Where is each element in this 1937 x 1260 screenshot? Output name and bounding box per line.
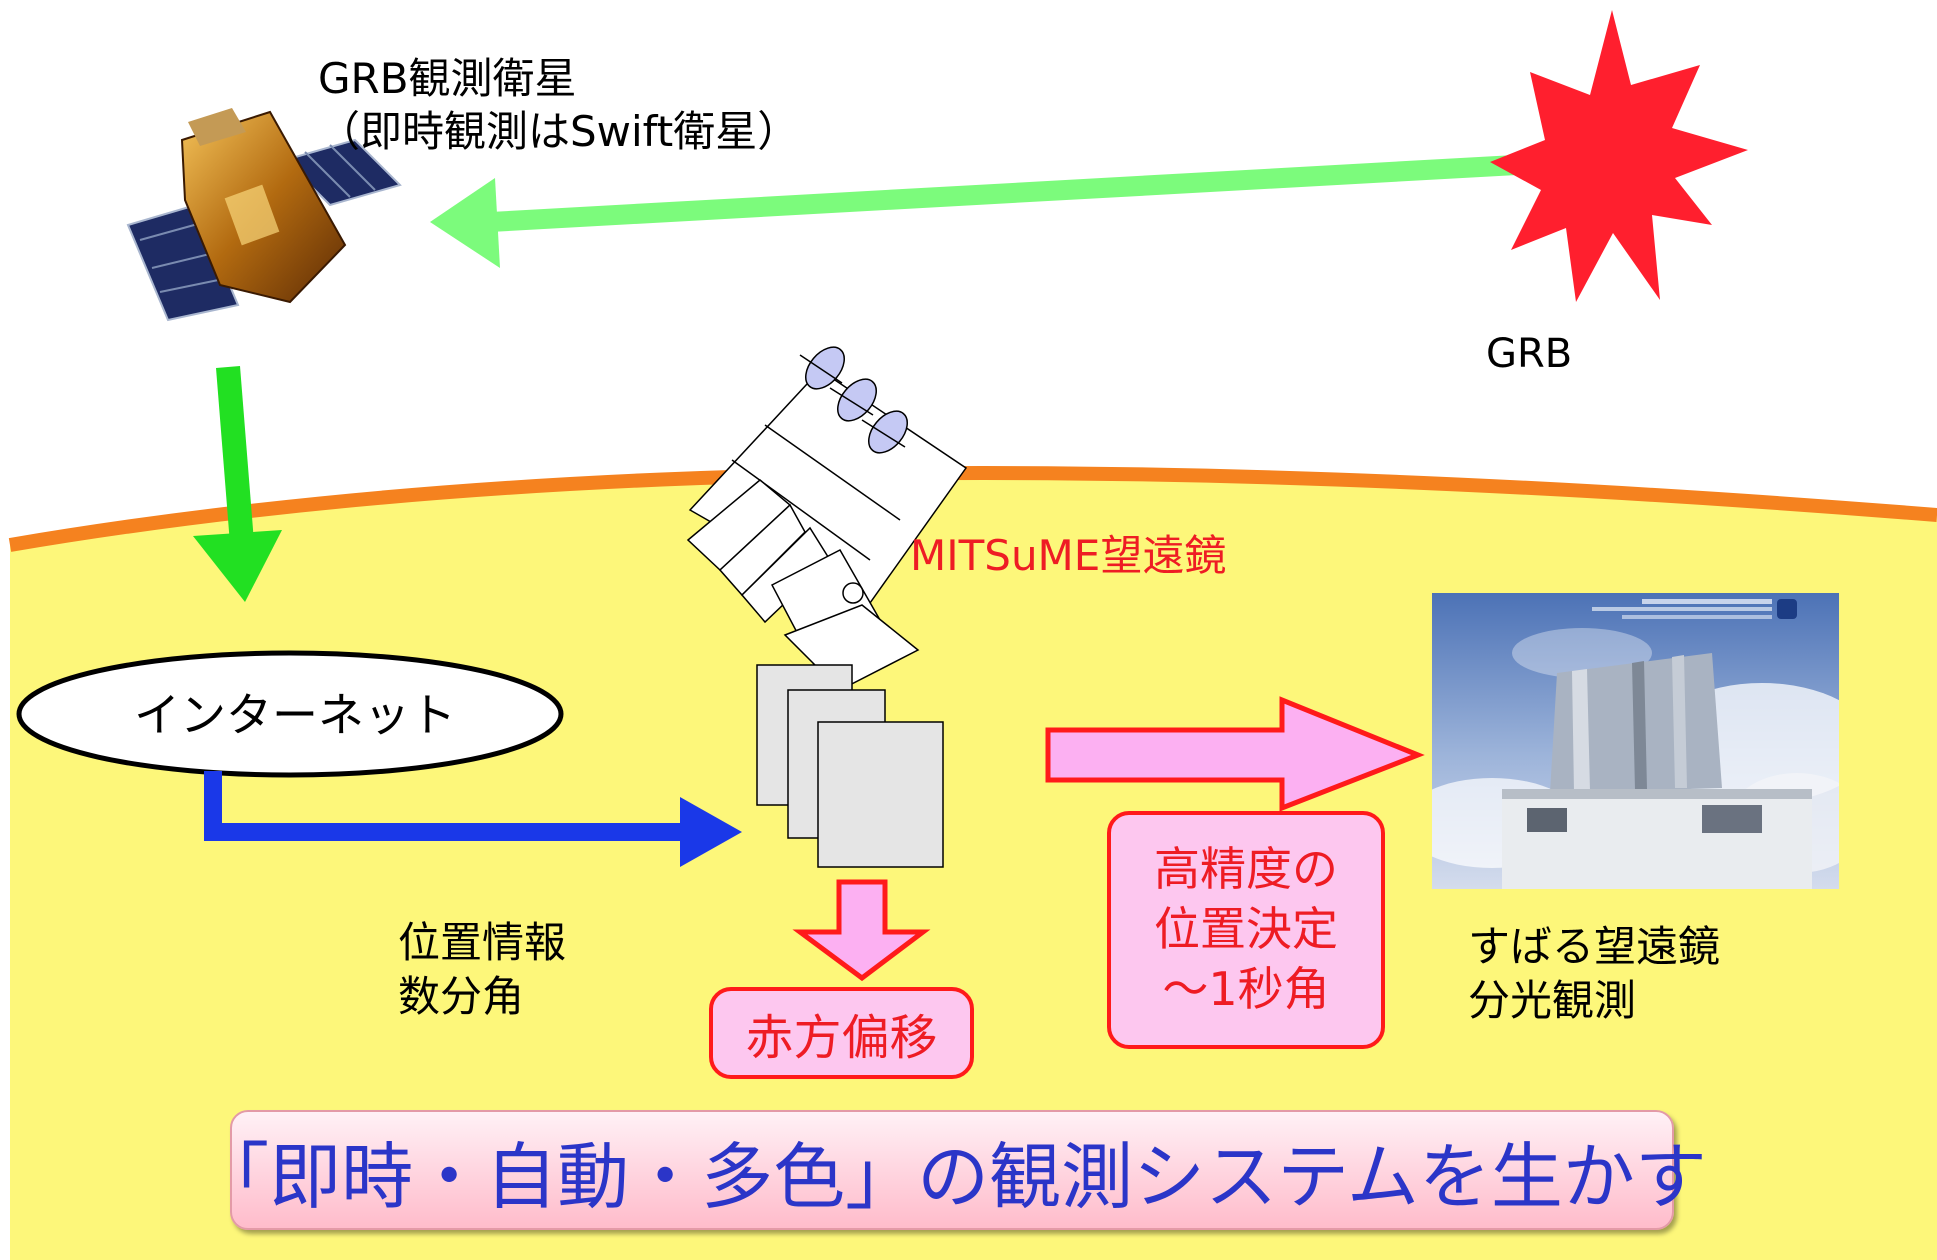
subaru-label-line2: 分光観測: [1468, 976, 1637, 1025]
precision-line2: 位置決定: [1154, 902, 1338, 957]
grb-burst-icon: [1490, 10, 1748, 302]
green-arrow-grb-to-satellite: [430, 155, 1517, 268]
precision-box: 高精度の 位置決定 ～1秒角: [1107, 811, 1385, 1049]
mitsume-label: MITSuME望遠鏡: [910, 531, 1227, 580]
pink-arrow-to-subaru: [1045, 696, 1425, 812]
blue-arrow-internet-to-telescope: [204, 771, 742, 867]
subaru-telescope-photo: [1432, 593, 1839, 889]
redshift-label: 赤方偏移: [745, 1010, 938, 1066]
satellite-icon: [126, 108, 402, 322]
internet-ellipse: [16, 650, 564, 778]
system-banner: 「即時・自動・多色」の観測システムを生かす: [197, 1110, 1707, 1230]
banner-text: 「即時・自動・多色」の観測システムを生かす: [197, 1134, 1707, 1219]
subaru-label-line1: すばる望遠鏡: [1468, 922, 1721, 971]
internet-label: インターネット: [134, 688, 456, 742]
redshift-box: 赤方偏移: [709, 987, 974, 1079]
mitsume-telescope-icon: [686, 346, 968, 868]
position-info-line1: 位置情報: [398, 918, 567, 967]
precision-line3: ～1秒角: [1162, 961, 1330, 1016]
satellite-label-line1: GRB観測衛星: [318, 54, 577, 103]
grb-label: GRB: [1486, 331, 1573, 377]
precision-line1: 高精度の: [1154, 842, 1338, 897]
position-info-line2: 数分角: [398, 972, 525, 1021]
pink-arrow-down-to-redshift: [792, 879, 931, 982]
green-arrow-satellite-to-internet: [193, 366, 282, 602]
satellite-label-line2: （即時観測はSwift衛星）: [318, 107, 800, 156]
